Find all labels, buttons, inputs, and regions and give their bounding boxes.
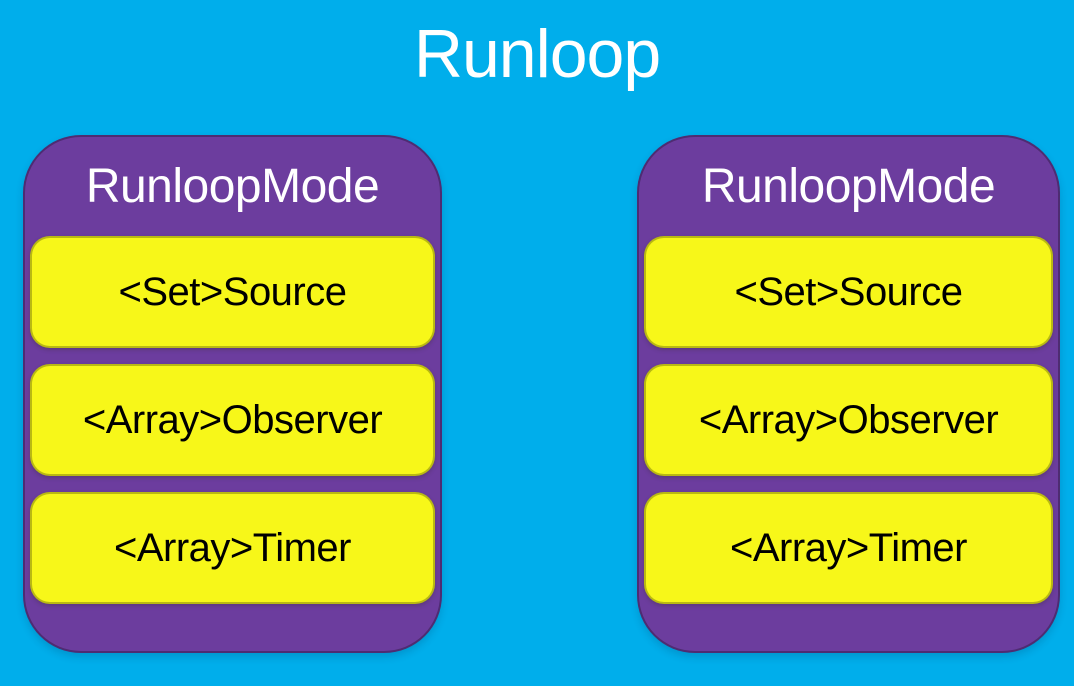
mode-item-set-source: <Set>Source (30, 236, 435, 348)
runloopmode-header: RunloopMode (701, 160, 996, 213)
runloopmode-header: RunloopMode (85, 160, 380, 213)
mode-item-set-source: <Set>Source (644, 236, 1053, 348)
runloopmode-container-left: RunloopMode <Set>Source <Array>Observer … (23, 135, 442, 653)
mode-item-array-observer: <Array>Observer (30, 364, 435, 476)
mode-item-array-timer: <Array>Timer (30, 492, 435, 604)
runloopmode-container-right: RunloopMode <Set>Source <Array>Observer … (637, 135, 1060, 653)
mode-item-array-observer: <Array>Observer (644, 364, 1053, 476)
diagram-title: Runloop (413, 16, 661, 92)
mode-item-array-timer: <Array>Timer (644, 492, 1053, 604)
